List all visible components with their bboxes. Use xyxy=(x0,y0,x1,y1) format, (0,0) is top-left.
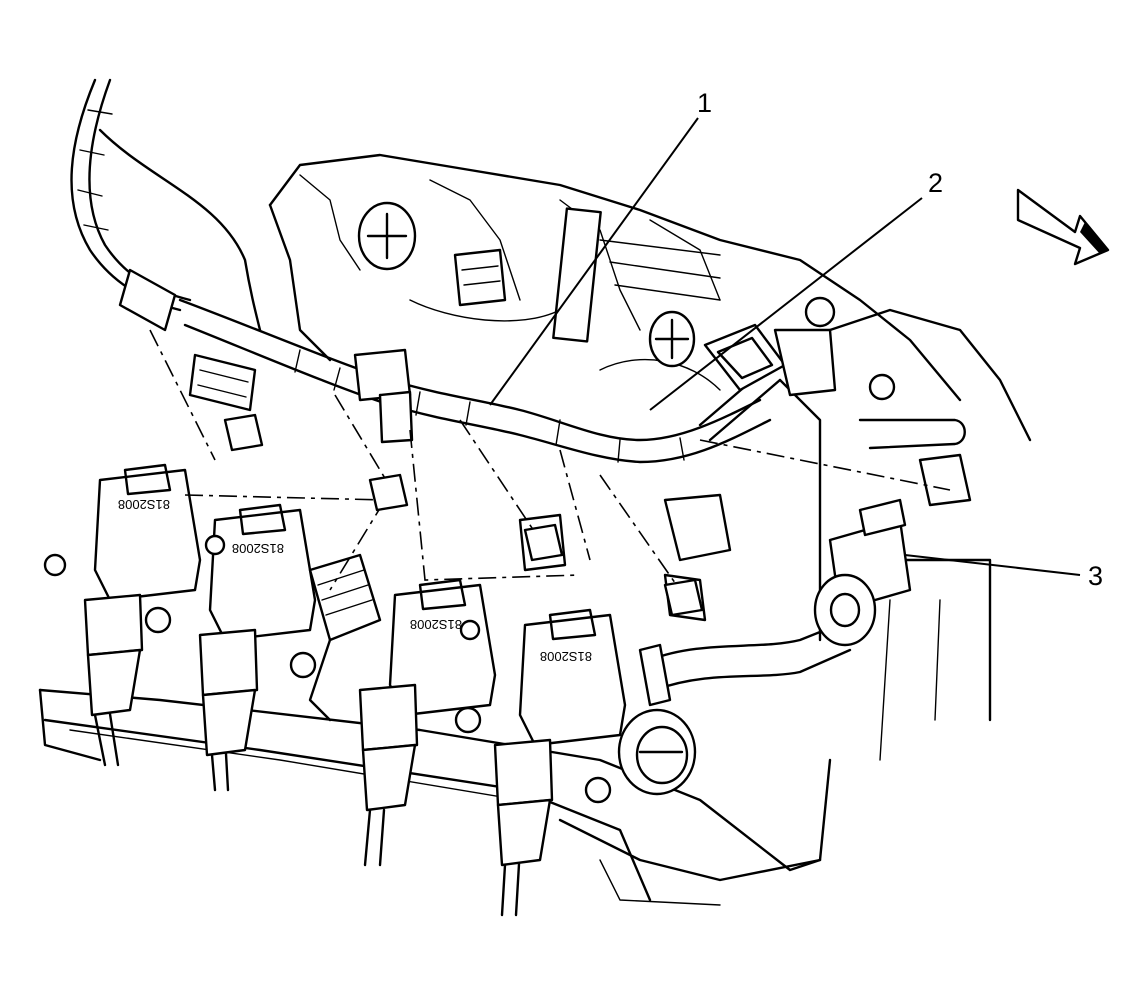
callout-1: 1 xyxy=(697,88,712,118)
harness-clips xyxy=(223,413,704,617)
coil-harness-connector xyxy=(308,553,382,722)
harness-connector-center xyxy=(353,348,414,444)
sensor-connector-2 xyxy=(703,296,837,397)
coil-part-number-1: 81S2008 xyxy=(118,497,170,512)
coil-connector-c xyxy=(663,493,732,562)
callout-3: 3 xyxy=(1088,561,1103,591)
coolant-pipe xyxy=(638,618,852,707)
coil-part-number-2: 81S2008 xyxy=(232,541,284,556)
oil-fill-cap xyxy=(617,708,697,796)
harness-connector-left xyxy=(118,268,257,412)
coil-part-number-3: 81S2008 xyxy=(410,617,462,632)
callout-1-leader xyxy=(489,117,699,406)
sensor-connector-top xyxy=(453,248,507,307)
coil-part-number-4: 81S2008 xyxy=(540,649,592,664)
routing-dashed-lines xyxy=(149,329,951,591)
ignition-coil-4: 81S2008 xyxy=(493,608,627,917)
callout-2: 2 xyxy=(928,168,943,198)
wiring-harness xyxy=(70,78,782,464)
callout-3-leader xyxy=(904,554,1081,576)
intake-bolt-right xyxy=(648,310,696,368)
sensor-3 xyxy=(813,453,972,647)
ignition-coil-2: 81S2008 xyxy=(198,503,317,792)
intake-bolt-left xyxy=(357,201,417,271)
ignition-coil-1: 81S2008 xyxy=(83,463,202,767)
callout-2-leader xyxy=(649,197,923,411)
front-direction-arrow-icon xyxy=(1016,188,1110,266)
valve-cover xyxy=(38,688,832,906)
coil-studs xyxy=(43,534,612,804)
ignition-coil-3: 81S2008 xyxy=(358,578,497,867)
